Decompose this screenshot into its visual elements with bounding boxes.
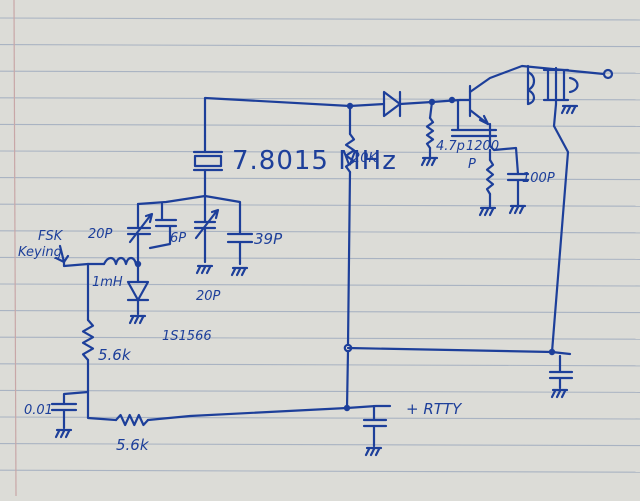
bus-lower-wire xyxy=(345,170,352,410)
ruled-line xyxy=(0,203,640,207)
trimmer-20p-bottom-ground xyxy=(195,264,214,275)
capacitor-1200p-label: 1200 xyxy=(466,139,500,154)
ruled-line xyxy=(0,416,640,420)
ruled-line xyxy=(0,363,640,367)
ruled-line xyxy=(0,283,640,287)
resistor-5-6k-horizontal-zigzag xyxy=(114,413,150,427)
secondary-coil xyxy=(568,76,579,94)
capacitor-0-01-symbol xyxy=(50,402,78,430)
resistor-5-6k-horizontal-label: 5.6k xyxy=(116,436,149,454)
capacitor-100p-label: 100P xyxy=(522,171,555,186)
resistor-20k-zigzag xyxy=(344,132,356,174)
feedback-capacitors xyxy=(450,98,498,148)
capacitor-0-01-label: 0.01 xyxy=(24,403,53,418)
right-bypass-ground xyxy=(550,388,569,399)
bottom-rail-wire xyxy=(146,406,349,422)
ruled-line xyxy=(0,150,640,154)
tank-capacitor xyxy=(542,68,570,102)
capacitor-1200p-unit-label: P xyxy=(468,157,476,172)
junction-right xyxy=(548,348,556,356)
ruled-line xyxy=(0,310,640,314)
crystal-frequency-label: 7.8015 MHz xyxy=(232,146,397,176)
crystal-symbol xyxy=(192,150,224,172)
left-resistor-bottom-lead xyxy=(62,358,90,406)
ruled-line xyxy=(0,336,640,340)
ruled-line xyxy=(0,230,640,234)
rtty-supply-label: + RTTY xyxy=(406,400,462,418)
capacitor-4-7p-label: 4.7p xyxy=(436,139,465,154)
ruled-line xyxy=(0,17,640,21)
ruled-line xyxy=(0,177,640,181)
capacitor-39p-ground xyxy=(230,266,249,277)
trimmer-bank-top-wire xyxy=(136,194,242,228)
capacitor-6p-label: 6P xyxy=(170,231,187,246)
capacitor-39p-label: 39P xyxy=(254,230,283,248)
emitter-wire xyxy=(488,144,520,176)
margin-line xyxy=(13,0,17,497)
bottom-left-wire xyxy=(86,390,118,422)
inductor-1mh-label: 1mH xyxy=(92,275,123,290)
output-terminal xyxy=(602,68,614,80)
right-bypass-capacitor xyxy=(548,354,574,390)
supply-return-wire xyxy=(550,124,570,354)
trimmer-20p-label: 20P xyxy=(88,227,113,242)
trimmer-20p-bottom-symbol xyxy=(193,194,217,264)
resistor-5-6k-vertical-label: 5.6k xyxy=(98,346,131,364)
supply-bypass-capacitor xyxy=(362,404,388,448)
ruled-line xyxy=(0,123,640,127)
capacitor-100p-ground xyxy=(508,204,527,215)
emitter-resistor-zigzag xyxy=(485,158,495,196)
ruled-line xyxy=(0,389,640,393)
varicap-ground xyxy=(128,314,147,325)
collector-wire xyxy=(504,64,606,76)
capacitor-39p-symbol xyxy=(226,224,254,266)
ruled-line xyxy=(0,70,640,74)
secondary-ground xyxy=(560,104,579,115)
fsk-keying-label: Keying xyxy=(18,245,62,260)
ruled-line xyxy=(0,256,640,260)
tank-lower-wire xyxy=(552,102,558,128)
transistor-emitter-arrow xyxy=(478,114,490,126)
supply-bypass-ground xyxy=(364,446,383,457)
top-rail-wire xyxy=(203,96,386,138)
circuit-lines xyxy=(50,64,614,457)
base-resistor-lead xyxy=(428,100,434,120)
junction-base-2 xyxy=(448,96,456,104)
trimmer-20p-bottom-label: 20P xyxy=(196,289,221,304)
trimmer-20p-arrow xyxy=(128,212,154,244)
inductor-1mh-coil xyxy=(102,256,138,266)
capacitor-6p-symbol xyxy=(148,202,178,250)
rtty-supply-wire xyxy=(345,404,392,410)
resistor-20k-label: 20K xyxy=(352,151,378,166)
base-resistor-zigzag xyxy=(425,116,435,150)
ruled-line xyxy=(0,443,640,447)
fsk-title-label: FSK xyxy=(38,229,63,244)
capacitor-0-01-ground xyxy=(54,428,73,439)
trimmer-20p-symbol xyxy=(126,202,152,264)
ruled-line xyxy=(0,44,640,48)
tank-inductor-left xyxy=(526,70,536,106)
base-resistor-ground xyxy=(420,156,439,167)
fsk-input-lead xyxy=(62,260,90,268)
varicap-diode-label: 1S1566 xyxy=(162,329,212,344)
trimmer-20p-bottom-arrow xyxy=(194,208,220,240)
capacitor-100p-symbol xyxy=(506,172,530,208)
emitter-resistor-ground xyxy=(478,206,497,217)
ruled-line xyxy=(0,469,640,473)
resistor-5-6k-vertical-zigzag xyxy=(81,318,95,362)
